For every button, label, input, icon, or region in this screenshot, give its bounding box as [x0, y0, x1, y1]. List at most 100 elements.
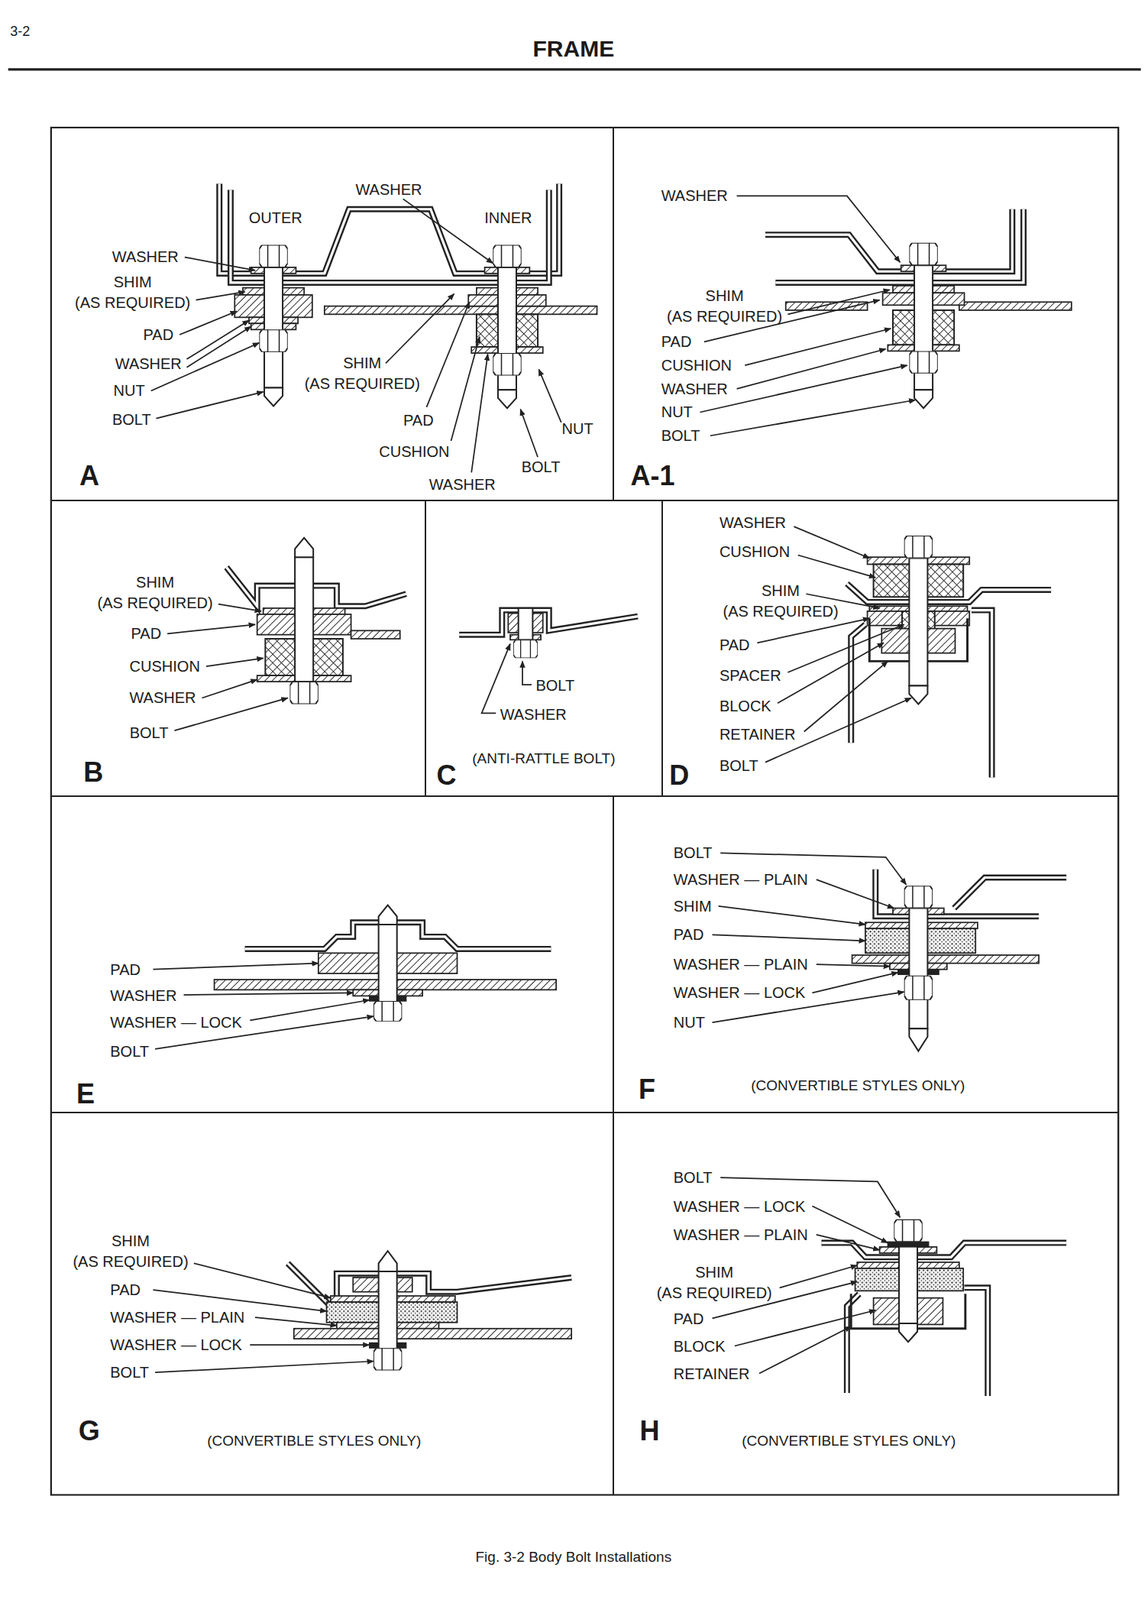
leader-line	[167, 624, 256, 634]
leader-line	[811, 972, 898, 993]
part-label: BOLT	[661, 425, 701, 447]
leader-line	[793, 526, 870, 558]
panel-g-drawing	[336, 1273, 572, 1298]
part-label: BOLT	[109, 1041, 149, 1062]
panel-h-drawing	[898, 1241, 918, 1323]
part-label: WASHER — LOCK	[673, 982, 806, 1003]
panel-e-drawing	[245, 921, 552, 949]
leader-line	[756, 617, 870, 643]
panel-a-drawing	[492, 245, 521, 268]
leader-line	[481, 643, 511, 714]
panel-a1-drawing	[908, 242, 938, 266]
panel-a-drawing	[498, 389, 517, 408]
position-label: OUTER	[249, 207, 303, 229]
leader-line	[816, 879, 895, 908]
panel-letter: C	[436, 756, 457, 795]
panel-g-drawing	[336, 1273, 572, 1298]
panel-letter: A	[79, 457, 100, 495]
panel-note: (CONVERTIBLE STYLES ONLY)	[206, 1430, 421, 1451]
leader-line	[249, 1343, 369, 1346]
part-label: WASHER — LOCK	[673, 1196, 806, 1217]
part-label: NUT	[562, 418, 594, 440]
panel-g-drawing	[373, 1347, 402, 1370]
leader-line	[787, 624, 904, 673]
part-label: BLOCK	[673, 1335, 726, 1357]
panel-h-drawing	[964, 1287, 989, 1396]
part-label: CUSHION	[719, 541, 790, 563]
leader-line	[218, 604, 262, 612]
leader-line	[385, 294, 455, 364]
leader-line	[804, 660, 889, 731]
part-label: WASHER — LOCK	[109, 1012, 243, 1033]
panel-note: (CONVERTIBLE STYLES ONLY)	[750, 1075, 965, 1096]
panel-f-drawing	[953, 876, 1067, 908]
panel-e-drawing	[214, 905, 557, 1022]
part-label: WASHER	[355, 179, 422, 201]
panel-e-drawing	[378, 905, 398, 925]
leader-line	[179, 310, 237, 335]
panel-d-drawing	[904, 535, 933, 558]
part-label: BLOCK	[719, 695, 772, 717]
leader-line	[202, 679, 258, 698]
leader-line	[710, 400, 916, 437]
part-label: PAD	[661, 331, 693, 353]
panel-a1-drawing	[765, 209, 1072, 408]
part-label: NUT	[673, 1012, 705, 1033]
figure-caption: Fig. 3-2 Body Bolt Installations	[475, 1546, 673, 1567]
panel-a-drawing	[258, 245, 288, 268]
leader-line	[734, 1309, 876, 1346]
part-label: PAD	[142, 324, 174, 346]
figure-panel: F(CONVERTIBLE STYLES ONLY)	[613, 795, 1119, 1113]
part-label: WASHER — PLAIN	[673, 869, 809, 890]
panel-h-drawing	[898, 1322, 918, 1342]
panel-h-drawing	[821, 1219, 1067, 1396]
panel-e-drawing	[373, 1000, 402, 1022]
figure-panel: G(CONVERTIBLE STYLES ONLY)	[51, 1112, 614, 1495]
panel-d-drawing	[850, 624, 866, 743]
figure-panel: C(ANTI-RATTLE BOLT)	[425, 500, 663, 796]
part-label: SHIM (AS REQUIRED)	[651, 1261, 778, 1304]
leader-line	[522, 660, 532, 685]
panel-f-drawing	[904, 885, 933, 908]
part-label: SHIM (AS REQUIRED)	[67, 1230, 195, 1272]
figure-panel: A	[51, 127, 614, 501]
part-label: BOLT	[535, 675, 575, 696]
part-label: RETAINER	[719, 724, 796, 745]
panel-b-drawing	[289, 681, 318, 704]
figure-frame	[51, 127, 1119, 1495]
part-label: NUT	[661, 401, 693, 423]
part-label: BOLT	[112, 409, 152, 431]
leader-line	[255, 1316, 337, 1326]
panel-b-drawing	[226, 537, 407, 705]
leader-line	[737, 195, 901, 262]
leader-line	[206, 657, 264, 667]
panel-h-drawing	[887, 1241, 929, 1247]
part-label: WASHER	[500, 704, 567, 725]
part-label: PAD	[673, 1308, 705, 1330]
leader-line	[712, 934, 866, 941]
panel-a-drawing	[258, 329, 288, 352]
part-label: SPACER	[719, 665, 782, 686]
panel-b-drawing	[294, 556, 314, 682]
part-label: BOLT	[521, 456, 561, 478]
panel-letter: E	[76, 1075, 95, 1113]
part-label: BOLT	[673, 1167, 713, 1188]
leader-line	[152, 963, 318, 970]
panel-g-drawing	[378, 1250, 398, 1271]
leader-line	[451, 336, 480, 441]
part-label: PAD	[673, 924, 705, 945]
panel-letter: A-1	[630, 457, 675, 495]
panel-a-drawing	[264, 267, 283, 389]
panel-b-drawing	[226, 567, 407, 607]
figure-panel: E	[51, 795, 614, 1113]
panel-a-drawing	[324, 306, 598, 315]
panel-f-drawing	[904, 975, 933, 1000]
part-label: SHIM	[673, 895, 712, 917]
part-label: RETAINER	[673, 1363, 751, 1385]
panel-h-drawing	[893, 1219, 922, 1242]
leader-line	[520, 409, 538, 458]
panel-d-drawing	[971, 610, 993, 778]
part-label: BOLT	[129, 722, 169, 744]
panel-d-drawing	[971, 610, 993, 778]
part-label: CUSHION	[661, 355, 732, 376]
